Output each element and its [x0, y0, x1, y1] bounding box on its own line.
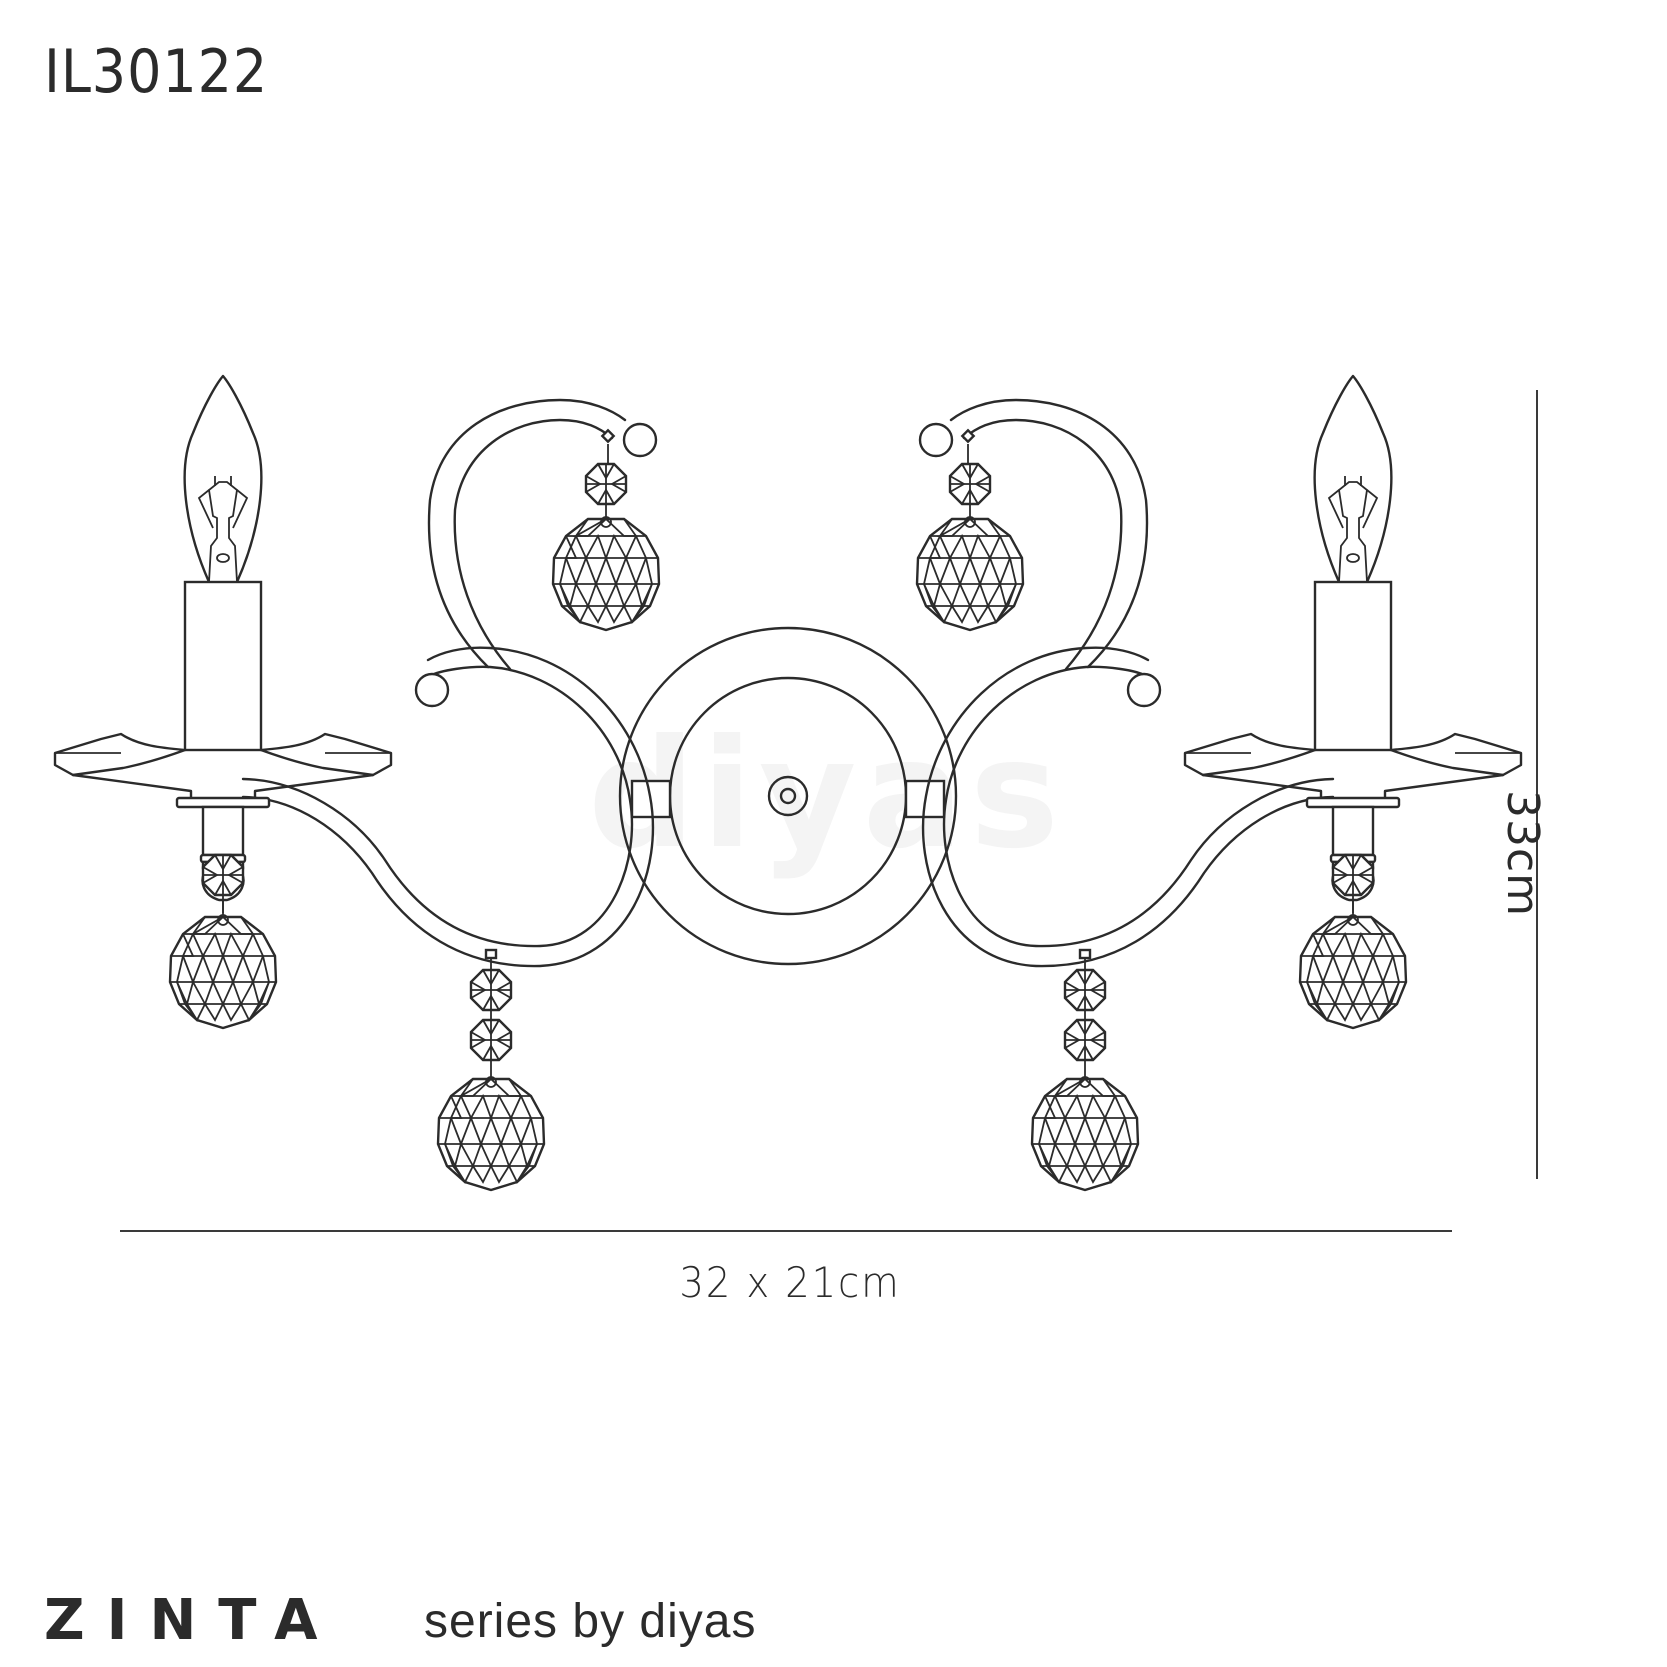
upper-right-drop: [915, 462, 1025, 632]
right-scroll-arm: [918, 398, 1335, 968]
left-scroll-arm: [241, 398, 658, 968]
lower-right-drop: [1030, 948, 1140, 1192]
upper-left-drop: [551, 462, 661, 632]
left-candle-arm: [53, 374, 393, 915]
right-candle-drop: [1298, 853, 1408, 1030]
backplate: [618, 626, 958, 966]
series-by-label: series by diyas: [424, 1595, 757, 1648]
series-name: ZINTA: [44, 1588, 340, 1653]
height-label: 33cm: [1497, 790, 1548, 918]
left-candle-drop: [168, 853, 278, 1030]
lower-left-drop: [436, 948, 546, 1192]
product-code: IL30122: [44, 37, 269, 107]
width-depth-label: 32 x 21cm: [679, 1258, 901, 1307]
right-candle-arm: [1183, 374, 1523, 915]
